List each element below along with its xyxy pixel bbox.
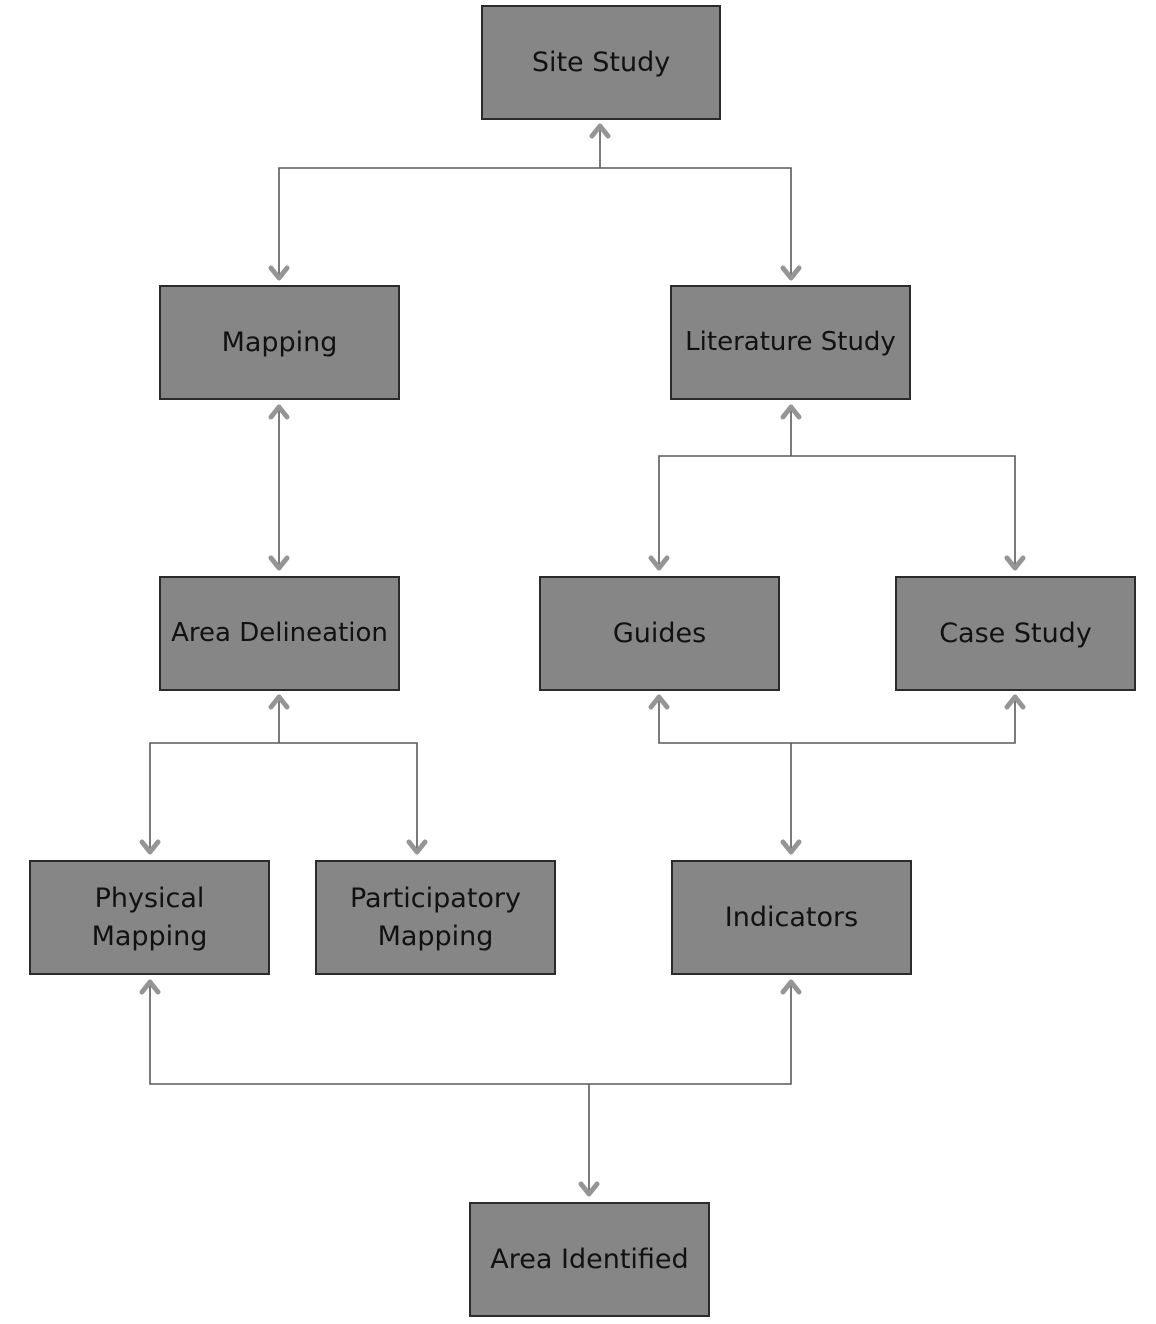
arrowhead-up-area-delineation xyxy=(268,694,290,710)
arrowhead-down-area-delineation xyxy=(268,555,290,571)
node-guides: Guides xyxy=(539,576,780,691)
node-mapping: Mapping xyxy=(159,285,400,400)
arrowhead-down-literature-study xyxy=(780,265,802,281)
arrowhead-up-literature-study xyxy=(780,404,802,420)
arrowhead-down-guides xyxy=(648,555,670,571)
arrowhead-down-physical-mapping xyxy=(139,839,161,855)
node-physical-mapping: Physical Mapping xyxy=(29,860,270,975)
node-area-identified: Area Identified xyxy=(469,1202,710,1317)
node-literature-study: Literature Study xyxy=(670,285,911,400)
connector-to-mapping xyxy=(278,167,792,280)
arrowhead-down-area-identified xyxy=(578,1181,600,1197)
arrowhead-down-mapping xyxy=(268,265,290,281)
arrowhead-down-participatory-mapping xyxy=(406,839,428,855)
arrowhead-up-mapping xyxy=(268,404,290,420)
node-site-study: Site Study xyxy=(481,5,721,120)
arrowhead-up-physical-mapping xyxy=(139,979,161,995)
node-area-delineation: Area Delineation xyxy=(159,576,400,691)
node-indicators: Indicators xyxy=(671,860,912,975)
arrowhead-up-site-study xyxy=(589,123,611,139)
node-case-study: Case Study xyxy=(895,576,1136,691)
arrowhead-up-indicators xyxy=(780,979,802,995)
node-participatory-mapping: Participatory Mapping xyxy=(315,860,556,975)
arrowhead-up-case-study xyxy=(1004,694,1026,710)
connector-bottom-join xyxy=(149,980,792,1085)
connector-guides-case-study-join xyxy=(658,695,1016,744)
arrowhead-down-indicators xyxy=(780,839,802,855)
arrowhead-down-case-study xyxy=(1004,555,1026,571)
connector-to-physical-participatory xyxy=(149,742,418,854)
arrowhead-up-guides xyxy=(648,694,670,710)
connector-to-guides-case-study xyxy=(658,455,1016,570)
